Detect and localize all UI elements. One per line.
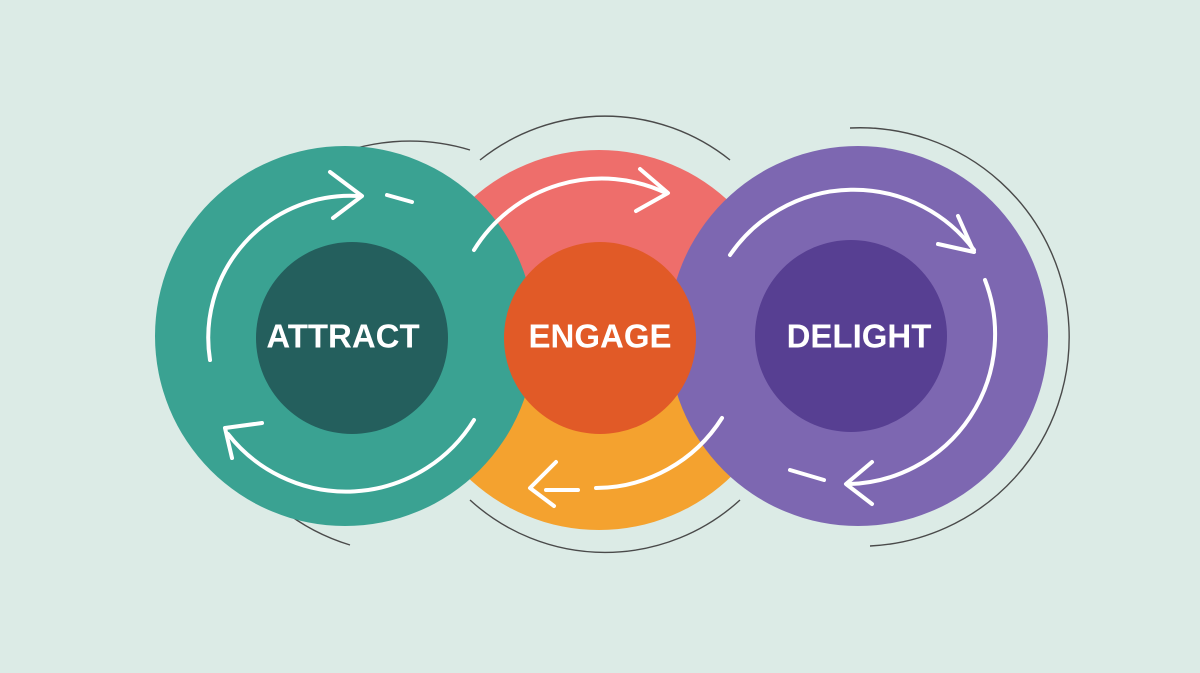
engage-outline-arc-bottom	[469, 499, 741, 554]
engage-outline-arc-top	[479, 115, 731, 161]
attract-arrow-bottom	[226, 418, 476, 494]
delight-cycle-arrows	[728, 187, 998, 506]
engage-arrow-bottom	[594, 416, 724, 490]
engage-arrow-top	[472, 176, 668, 252]
engage-core	[504, 242, 696, 434]
attract-arrowhead-bottom	[223, 421, 264, 460]
delight-dash-bottom	[788, 468, 826, 482]
engage-arrowhead-bottom	[528, 460, 558, 508]
attract-dash-top	[385, 193, 414, 204]
attract-arrowhead-top	[328, 170, 364, 220]
attract-core	[256, 242, 448, 434]
delight-outline-arc	[849, 127, 1070, 547]
engage-label: ENGAGE	[528, 318, 671, 355]
attract-cycle-arrows	[206, 170, 476, 494]
delight-arrowhead-bottom	[844, 460, 874, 506]
attract-arrow-top	[206, 193, 360, 362]
delight-arrowhead-top	[936, 214, 976, 254]
engage-arrowhead-top	[634, 167, 670, 213]
delight-core	[755, 240, 947, 432]
delight-label: DELIGHT	[787, 318, 932, 355]
delight-arrow-bottom	[848, 278, 998, 486]
attract-label: ATTRACT	[266, 318, 419, 355]
delight-arrow-top	[728, 187, 976, 257]
engage-cycle-arrows	[472, 167, 724, 508]
